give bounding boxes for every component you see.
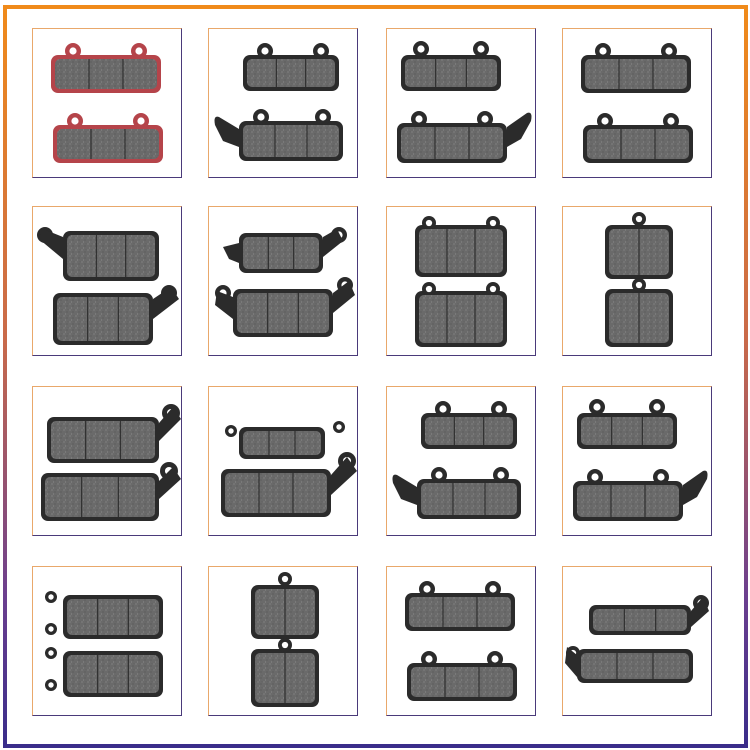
product-photo-r4c4 xyxy=(562,566,712,716)
product-photo-r2c3 xyxy=(386,206,536,356)
brake-pad xyxy=(41,462,181,521)
brake-pad xyxy=(53,113,163,163)
brake-pad xyxy=(37,227,159,281)
brake-pad-pair-image xyxy=(45,591,163,697)
product-photo-r1c3 xyxy=(386,28,536,178)
brake-pad xyxy=(581,43,691,93)
product-photo-r3c4 xyxy=(562,386,712,536)
brake-pad xyxy=(397,111,532,163)
brake-pad-pair-image xyxy=(37,227,179,345)
brake-pad xyxy=(401,41,501,91)
product-photo-r4c3 xyxy=(386,566,536,716)
brake-pad-pair-image xyxy=(215,227,355,337)
brake-pad-pair-image xyxy=(565,595,709,683)
brake-pad-pair-image xyxy=(405,581,517,701)
brake-pad xyxy=(45,647,163,697)
product-photo-r3c3 xyxy=(386,386,536,536)
product-photo-r1c1 xyxy=(32,28,182,178)
brake-pad-pair-image xyxy=(51,43,163,163)
brake-pad xyxy=(421,401,517,449)
product-photo-r4c2 xyxy=(208,566,358,716)
product-photo-r1c4 xyxy=(562,28,712,178)
brake-pad xyxy=(47,404,181,463)
brake-pad xyxy=(605,278,673,347)
brake-pad-pair-image xyxy=(573,399,708,521)
brake-pad xyxy=(51,43,161,93)
brake-pad-pair-image xyxy=(605,212,673,347)
brake-pad xyxy=(565,646,693,683)
product-photo-r2c1 xyxy=(32,206,182,356)
brake-pad xyxy=(214,109,343,161)
product-photo-r4c1 xyxy=(32,566,182,716)
brake-pad xyxy=(407,651,517,701)
brake-pad xyxy=(577,399,677,449)
brake-pad-pair-image xyxy=(251,572,319,707)
brake-pad xyxy=(251,638,319,707)
brake-pad xyxy=(45,591,163,639)
brake-pad xyxy=(223,227,347,273)
brake-pad-pair-image xyxy=(415,216,507,347)
brake-pad xyxy=(605,212,673,279)
brake-pad xyxy=(573,469,708,521)
brake-pad xyxy=(392,467,521,519)
product-photo-r3c2 xyxy=(208,386,358,536)
brake-pad-pair-image xyxy=(392,401,521,519)
product-photo-r3c1 xyxy=(32,386,182,536)
brake-pad xyxy=(215,277,355,337)
brake-pad xyxy=(415,216,507,277)
brake-pad xyxy=(415,282,507,347)
brake-pad-pair-image xyxy=(581,43,693,163)
brake-pad xyxy=(405,581,515,631)
brake-pad xyxy=(589,595,709,635)
brake-pad xyxy=(583,113,693,163)
brake-pad xyxy=(225,421,345,459)
product-photo-r1c2 xyxy=(208,28,358,178)
brake-pad-pair-image xyxy=(41,404,181,521)
brake-pad-pair-image xyxy=(397,41,532,163)
brake-pad xyxy=(53,285,179,345)
brake-pad-pair-image xyxy=(214,43,343,161)
brake-pad xyxy=(221,452,357,517)
brake-pad-pair-image xyxy=(221,421,357,517)
product-photo-r2c2 xyxy=(208,206,358,356)
product-photo-r2c4 xyxy=(562,206,712,356)
brake-pad xyxy=(251,572,319,639)
brake-pad xyxy=(243,43,339,91)
